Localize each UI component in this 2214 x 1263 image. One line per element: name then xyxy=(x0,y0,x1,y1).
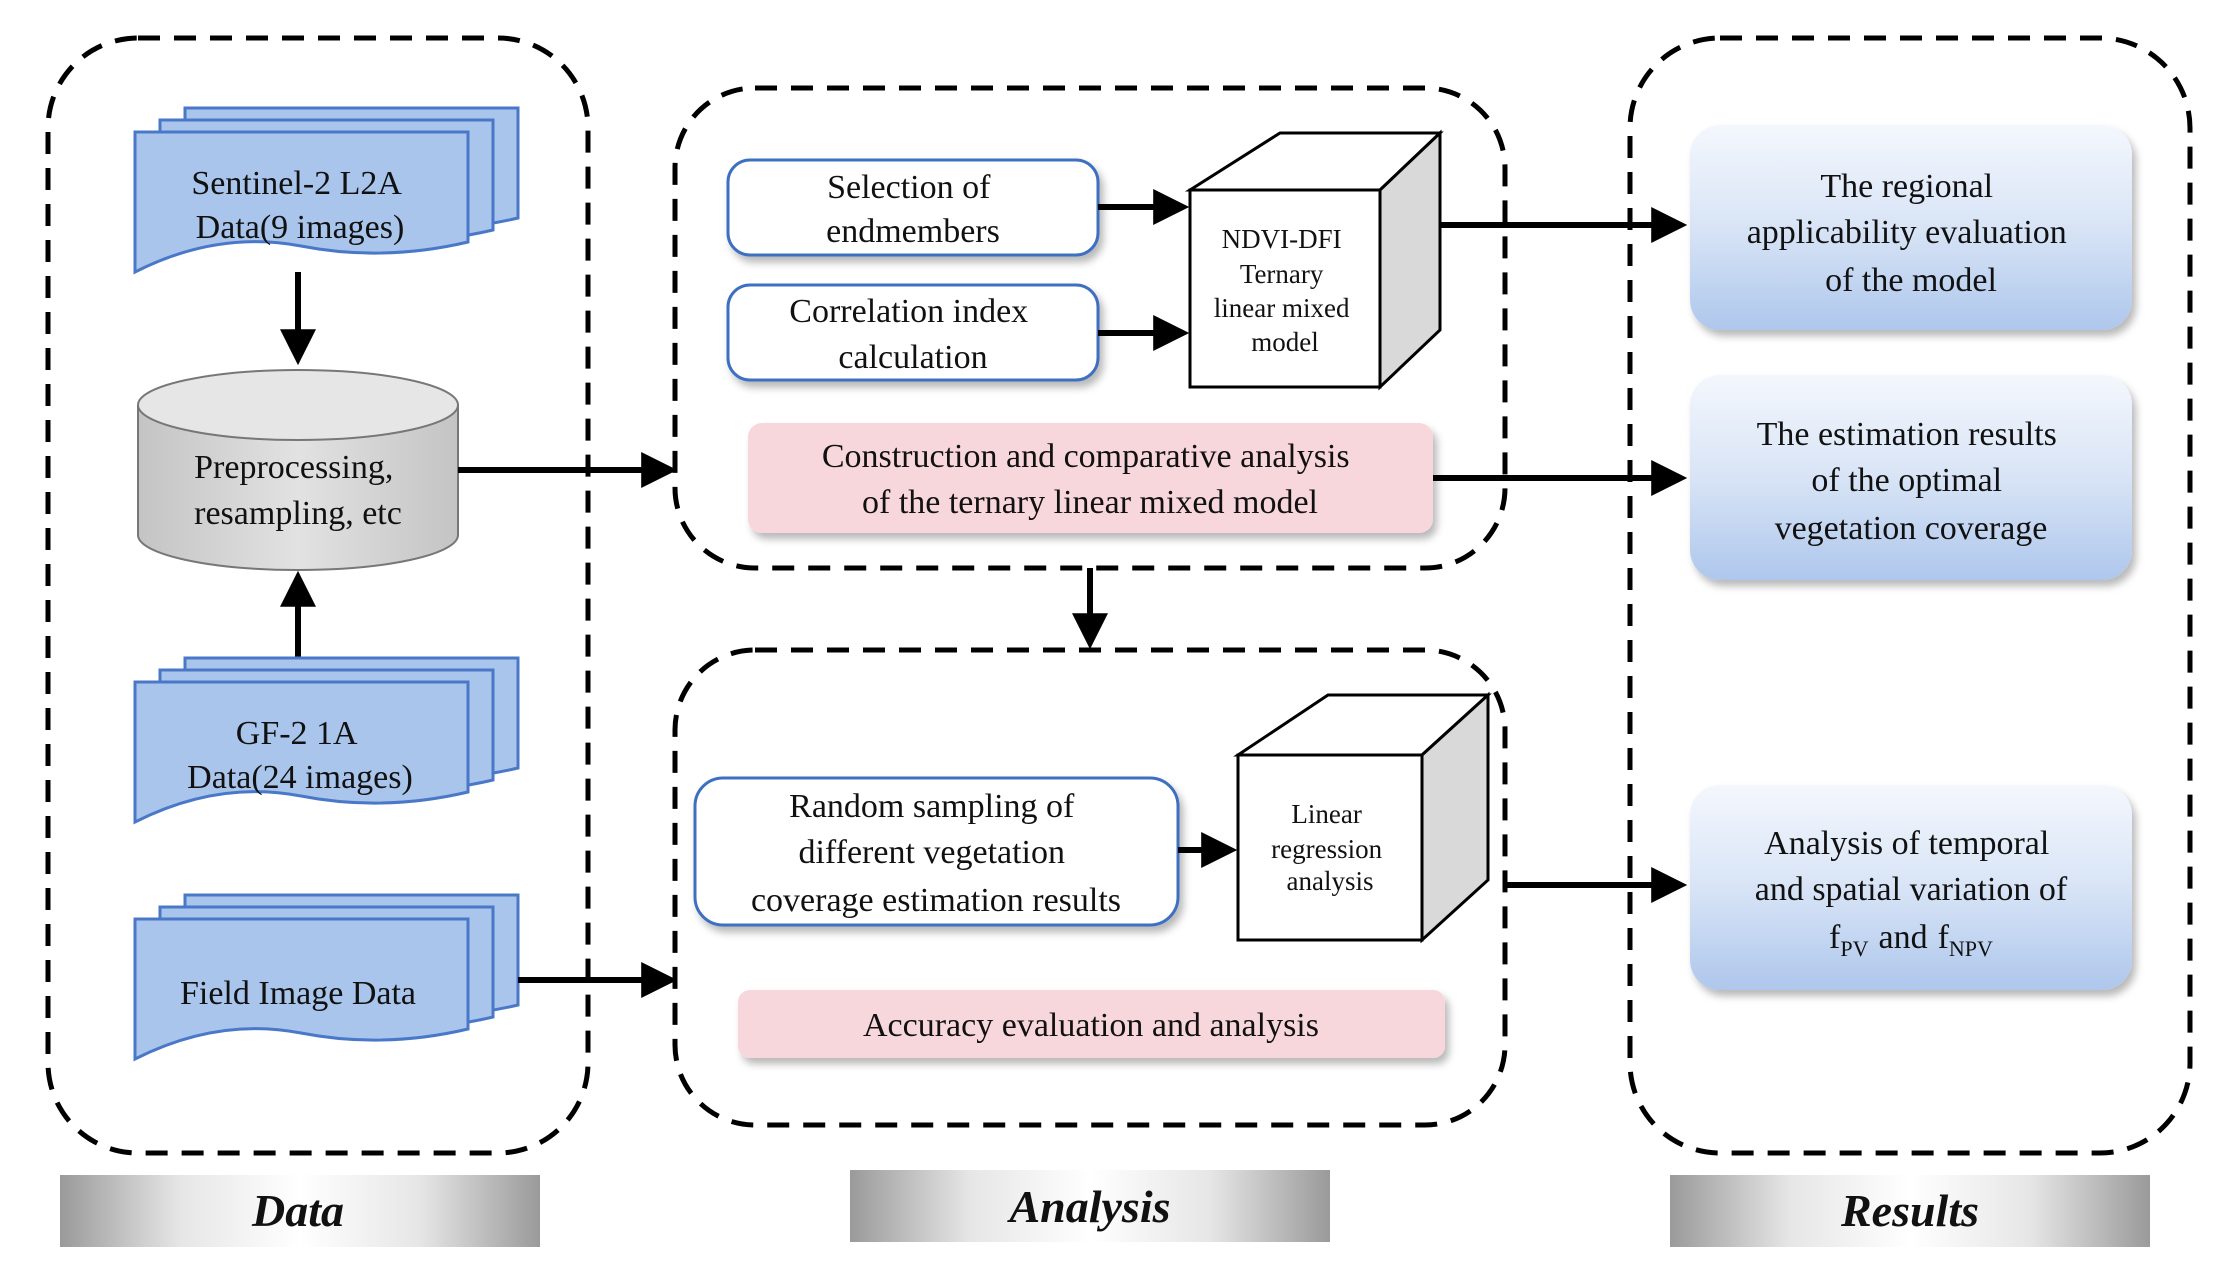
analysis-top-panel xyxy=(672,85,1508,571)
svg-text:Results: Results xyxy=(1840,1185,1979,1236)
analysis-column-label: Analysis xyxy=(850,1170,1330,1242)
gf2-label: GF-2 1A Data(24 images) xyxy=(187,715,413,796)
svg-text:Selection of endmembers: Selection of endmembers xyxy=(826,169,1000,250)
estimation-results-box: The estimation results of the optimal ve… xyxy=(1690,375,2132,580)
random-sampling-box: Random sampling of different vegetation … xyxy=(693,776,1180,927)
svg-text:Analysis of temporal and: Analysis of temporal and spatial variati… xyxy=(1755,825,2068,908)
results-panel xyxy=(1627,35,2193,1156)
sentinel-document-stack: Sentinel-2 L2A Data(9 images) xyxy=(133,106,520,275)
regional-applicability-box: The regional applicability evaluation of… xyxy=(1690,125,2132,330)
data-panel xyxy=(45,35,591,1156)
field-label: Field Image Data xyxy=(180,975,416,1012)
svg-text:Linear regression: Linear regression analysis xyxy=(1271,799,1389,896)
preprocessing-label: Preprocessing, resampling, etc xyxy=(194,449,402,532)
sentinel-label: Sentinel-2 L2A Data(9 images) xyxy=(191,165,408,246)
field-document-stack: Field Image Data xyxy=(133,893,520,1062)
svg-text:Correlation index calcul: Correlation index calculation xyxy=(789,293,1036,376)
svg-text:Data: Data xyxy=(251,1185,344,1236)
svg-text:NDVI-DFI Ternary l: NDVI-DFI Ternary linear mixed model xyxy=(1214,224,1356,357)
preprocessing-cylinder: Preprocessing, resampling, etc xyxy=(137,369,459,571)
svg-text:Analysis: Analysis xyxy=(1006,1181,1170,1232)
correlation-index-box: Correlation index calculation xyxy=(726,283,1100,382)
svg-text:Construction and comparative a: Construction and comparative analysis of… xyxy=(822,438,1358,521)
svg-text:Accuracy evaluation and analys: Accuracy evaluation and analysis xyxy=(863,1007,1319,1044)
results-column-label: Results xyxy=(1670,1175,2150,1247)
svg-text:The regional applicabili: The regional applicability evaluation of… xyxy=(1747,168,2076,299)
ndvi-dfi-cube: NDVI-DFI Ternary linear mixed model xyxy=(1184,129,1444,391)
linear-regression-cube: Linear regression analysis xyxy=(1233,691,1492,944)
svg-text:The estimation results o: The estimation results of the optimal ve… xyxy=(1757,416,2066,547)
svg-text:Random sampling of diffe: Random sampling of different vegetation … xyxy=(751,788,1121,919)
accuracy-evaluation-box: Accuracy evaluation and analysis xyxy=(738,990,1445,1058)
selection-endmembers-box: Selection of endmembers xyxy=(726,158,1100,257)
temporal-spatial-box: Analysis of temporal and spatial variati… xyxy=(1690,785,2132,990)
gf2-document-stack: GF-2 1A Data(24 images) xyxy=(133,656,520,825)
construction-analysis-box: Construction and comparative analysis of… xyxy=(748,423,1433,533)
data-column-label: Data xyxy=(60,1175,540,1247)
